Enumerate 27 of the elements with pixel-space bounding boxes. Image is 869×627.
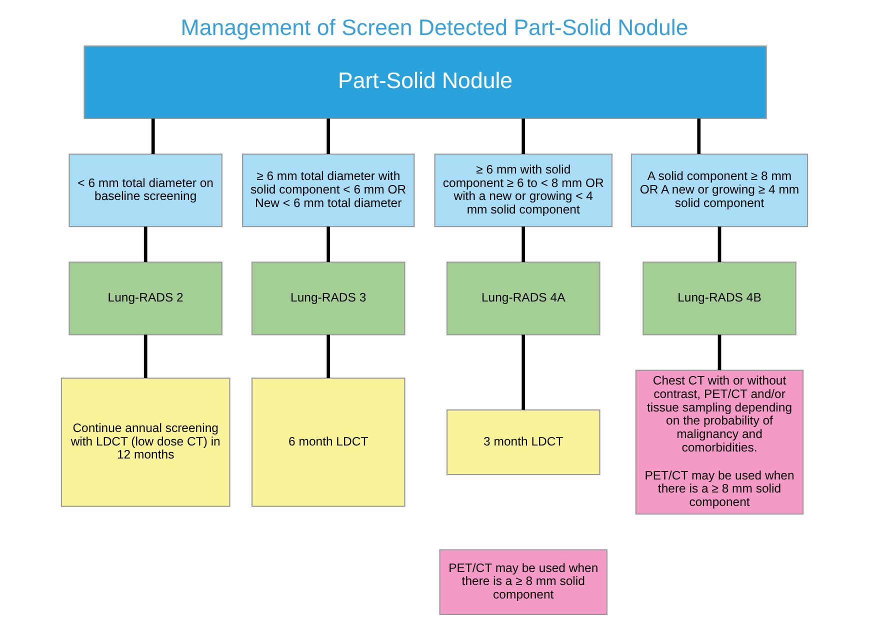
connector — [144, 334, 148, 378]
diagram-title: Management of Screen Detected Part-Solid Nodule — [180, 14, 688, 40]
connector — [522, 226, 526, 262]
node-box: ≥ 6 mm total diameter with solid component < 6 mm OR New < 6 mm total diameter — [242, 154, 415, 228]
connector — [326, 334, 330, 378]
connector — [151, 118, 155, 154]
node-box: 3 month LDCT — [446, 409, 600, 476]
node-box: PET/CT may be used when there is a ≥ 8 mm solid component — [439, 549, 608, 615]
node-box: A solid component ≥ 8 mm OR A new or growing ≥ 4 mm solid component — [630, 154, 808, 228]
node-box: Lung-RADS 2 — [68, 262, 222, 336]
node-box: Lung-RADS 4B — [642, 262, 796, 336]
connector — [718, 226, 722, 262]
node-box: ≥ 6 mm with solid component ≥ 6 to < 8 mm OR with a new or growing < 4 mm solid component — [434, 154, 613, 228]
node-box: Lung-RADS 4A — [446, 262, 600, 336]
node-box: Continue annual screening with LDCT (low dose CT) in 12 months — [60, 378, 230, 507]
connector — [522, 118, 526, 154]
node-box: Part-Solid Nodule — [84, 45, 767, 120]
connector — [326, 118, 330, 154]
node-box: Lung-RADS 3 — [251, 262, 406, 336]
node-box: < 6 mm total diameter on baseline screening — [68, 154, 222, 228]
connector — [697, 118, 701, 154]
connector — [144, 226, 148, 262]
connector — [522, 334, 526, 410]
connector — [718, 334, 722, 370]
node-box: 6 month LDCT — [251, 378, 406, 507]
node-box: Chest CT with or without contrast, PET/CT and/or tissue sampling depending on the probability of malignancy and comorbidities. PET/CT may be used when there is a ≥ 8 mm solid component — [635, 370, 804, 515]
connector — [326, 226, 330, 262]
